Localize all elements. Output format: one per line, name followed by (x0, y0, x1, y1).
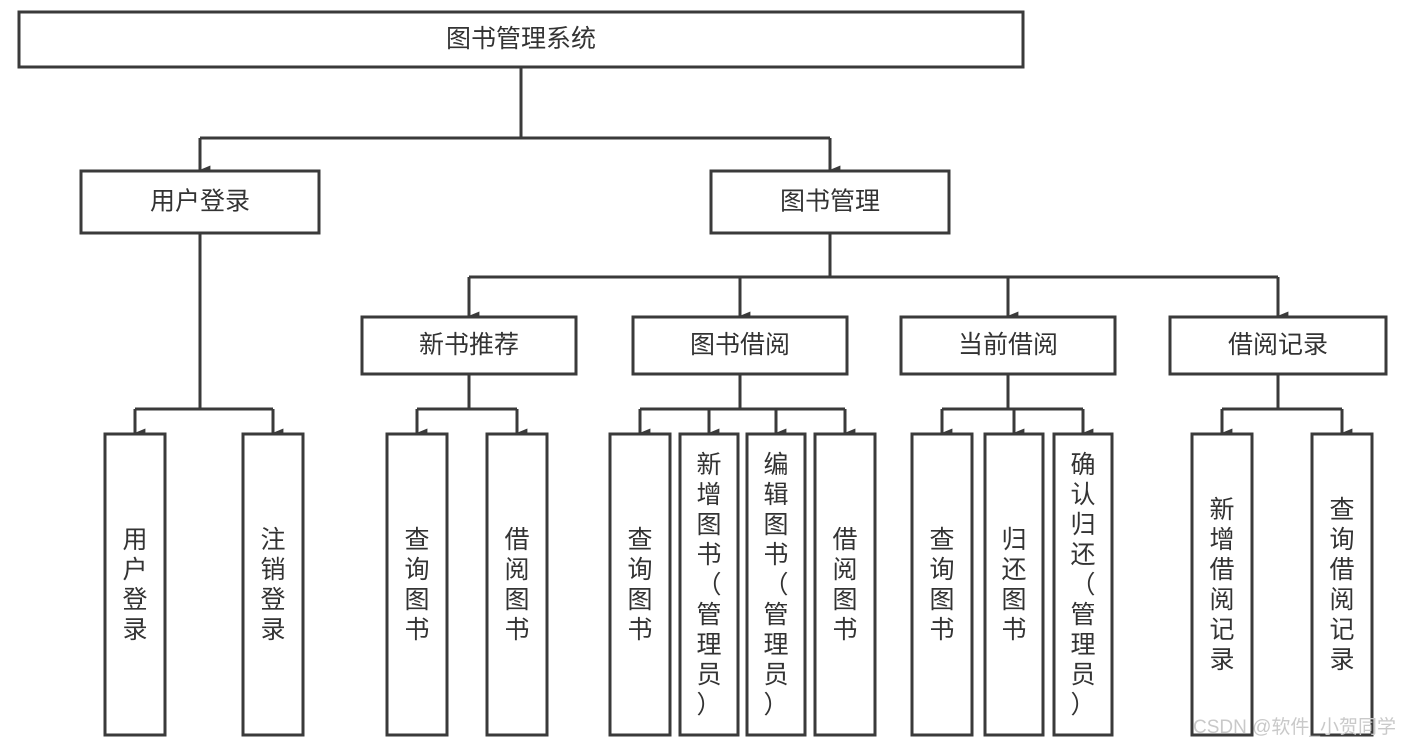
node-label: 编辑图书（管理员） (763, 451, 788, 719)
node-leaf-query-book-recommend[interactable]: 查询图书 (385, 432, 449, 737)
connector-group-user-login (133, 233, 284, 438)
node-box (608, 432, 672, 737)
node-new-book-recommend[interactable]: 新书推荐 (360, 315, 578, 376)
node-box (1168, 315, 1388, 376)
node-box (745, 432, 807, 737)
node-box (910, 432, 974, 737)
node-leaf-return-book[interactable]: 归还图书 (983, 432, 1045, 737)
connector-group-root (198, 67, 841, 175)
node-label: 借阅图书 (504, 526, 529, 644)
node-book-borrow[interactable]: 图书借阅 (631, 315, 849, 376)
node-box (631, 315, 849, 376)
node-label: 图书借阅 (690, 331, 790, 359)
connector-group-new-book-recommend (415, 374, 528, 438)
node-leaf-query-borrow-record[interactable]: 查询借阅记录 (1310, 432, 1374, 737)
node-box (17, 10, 1025, 69)
node-leaf-borrow-book[interactable]: 借阅图书 (813, 432, 877, 737)
node-leaf-confirm-return-admin[interactable]: 确认归还（管理员） (1052, 432, 1114, 737)
node-leaf-query-book-current[interactable]: 查询图书 (910, 432, 974, 737)
node-borrow-record[interactable]: 借阅记录 (1168, 315, 1388, 376)
connector-group-current-borrow (940, 374, 1094, 438)
node-label: 确认归还（管理员） (1070, 451, 1095, 719)
node-label: 查询图书 (929, 526, 954, 644)
node-leaf-query-book-borrow[interactable]: 查询图书 (608, 432, 672, 737)
csdn-watermark: CSDN @软件_小贺同学 (1193, 716, 1396, 738)
node-label: 查询借阅记录 (1329, 496, 1354, 674)
node-leaf-add-book-admin[interactable]: 新增图书（管理员） (678, 432, 740, 737)
node-box (709, 169, 951, 235)
node-box (983, 432, 1045, 737)
nodes-layer: 图书管理系统用户登录图书管理新书推荐图书借阅当前借阅借阅记录用户登录注销登录查询… (17, 10, 1388, 737)
node-box (360, 315, 578, 376)
node-label: 当前借阅 (958, 331, 1058, 359)
node-label: 注销登录 (260, 526, 285, 644)
node-label: 用户登录 (122, 526, 147, 644)
node-root[interactable]: 图书管理系统 (17, 10, 1025, 69)
node-label: 新增图书（管理员） (696, 451, 721, 719)
node-label: 用户登录 (150, 188, 250, 216)
connector-group-borrow-record (1220, 374, 1353, 438)
node-current-borrow[interactable]: 当前借阅 (899, 315, 1117, 376)
node-box (1052, 432, 1114, 737)
node-box (485, 432, 549, 737)
node-label: 新增借阅记录 (1209, 496, 1234, 674)
node-box (1190, 432, 1254, 737)
connector-group-book-borrow (638, 374, 856, 438)
node-user-login[interactable]: 用户登录 (79, 169, 321, 235)
node-label: 借阅图书 (832, 526, 857, 644)
node-label: 图书管理 (780, 188, 880, 216)
node-leaf-user-login[interactable]: 用户登录 (103, 432, 167, 737)
node-label: 查询图书 (627, 526, 652, 644)
node-box (813, 432, 877, 737)
node-label: 新书推荐 (419, 331, 519, 359)
node-leaf-logout-login[interactable]: 注销登录 (241, 432, 305, 737)
connector-group-book-management (467, 233, 1289, 321)
node-box (678, 432, 740, 737)
node-box (79, 169, 321, 235)
node-leaf-edit-book-admin[interactable]: 编辑图书（管理员） (745, 432, 807, 737)
node-leaf-borrow-book-recommend[interactable]: 借阅图书 (485, 432, 549, 737)
node-label: 查询图书 (404, 526, 429, 644)
node-box (385, 432, 449, 737)
node-label: 归还图书 (1001, 526, 1026, 644)
node-box (899, 315, 1117, 376)
node-book-management[interactable]: 图书管理 (709, 169, 951, 235)
connectors-layer (133, 67, 1353, 438)
node-label: 图书管理系统 (446, 25, 596, 53)
node-box (103, 432, 167, 737)
node-label: 借阅记录 (1228, 331, 1328, 359)
node-box (1310, 432, 1374, 737)
node-box (241, 432, 305, 737)
node-leaf-add-borrow-record[interactable]: 新增借阅记录 (1190, 432, 1254, 737)
